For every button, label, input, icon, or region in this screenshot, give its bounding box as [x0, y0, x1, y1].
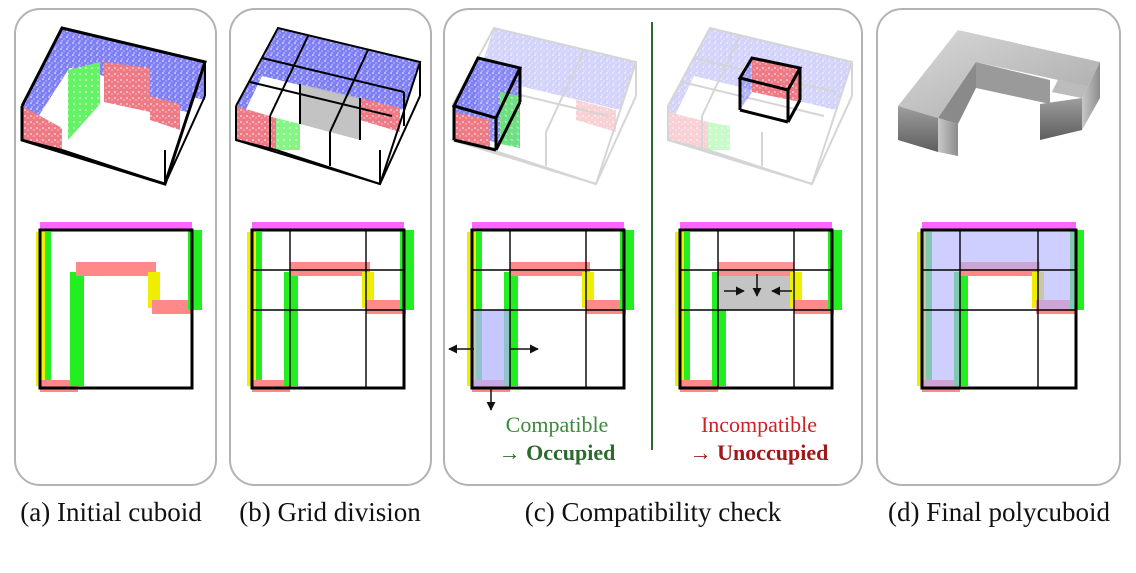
caption-initial-cuboid: (a) Initial cuboid [20, 497, 202, 527]
final-polycuboid-plan [917, 222, 1084, 392]
compatibility-compatible-plan [448, 222, 634, 411]
compatibility-compatible-3d [451, 26, 638, 186]
unoccupied-label: → Unoccupied [689, 440, 829, 465]
grid-division-3d [235, 26, 422, 186]
compatibility-incompatible-plan [675, 222, 842, 392]
incompatible-label: Incompatible [700, 412, 818, 437]
caption-compatibility-check: (c) Compatibility check [524, 497, 782, 527]
initial-cuboid-3d [20, 26, 207, 186]
initial-cuboid-plan [36, 222, 202, 392]
compatible-label: Compatible [505, 412, 609, 437]
caption-grid-division: (b) Grid division [239, 497, 421, 527]
caption-final-polycuboid: (d) Final polycuboid [888, 497, 1110, 527]
grid-division-plan [247, 222, 414, 392]
final-polycuboid-3d [898, 30, 1100, 156]
occupied-label: → Occupied [498, 440, 616, 465]
compatibility-incompatible-3d [667, 26, 854, 186]
